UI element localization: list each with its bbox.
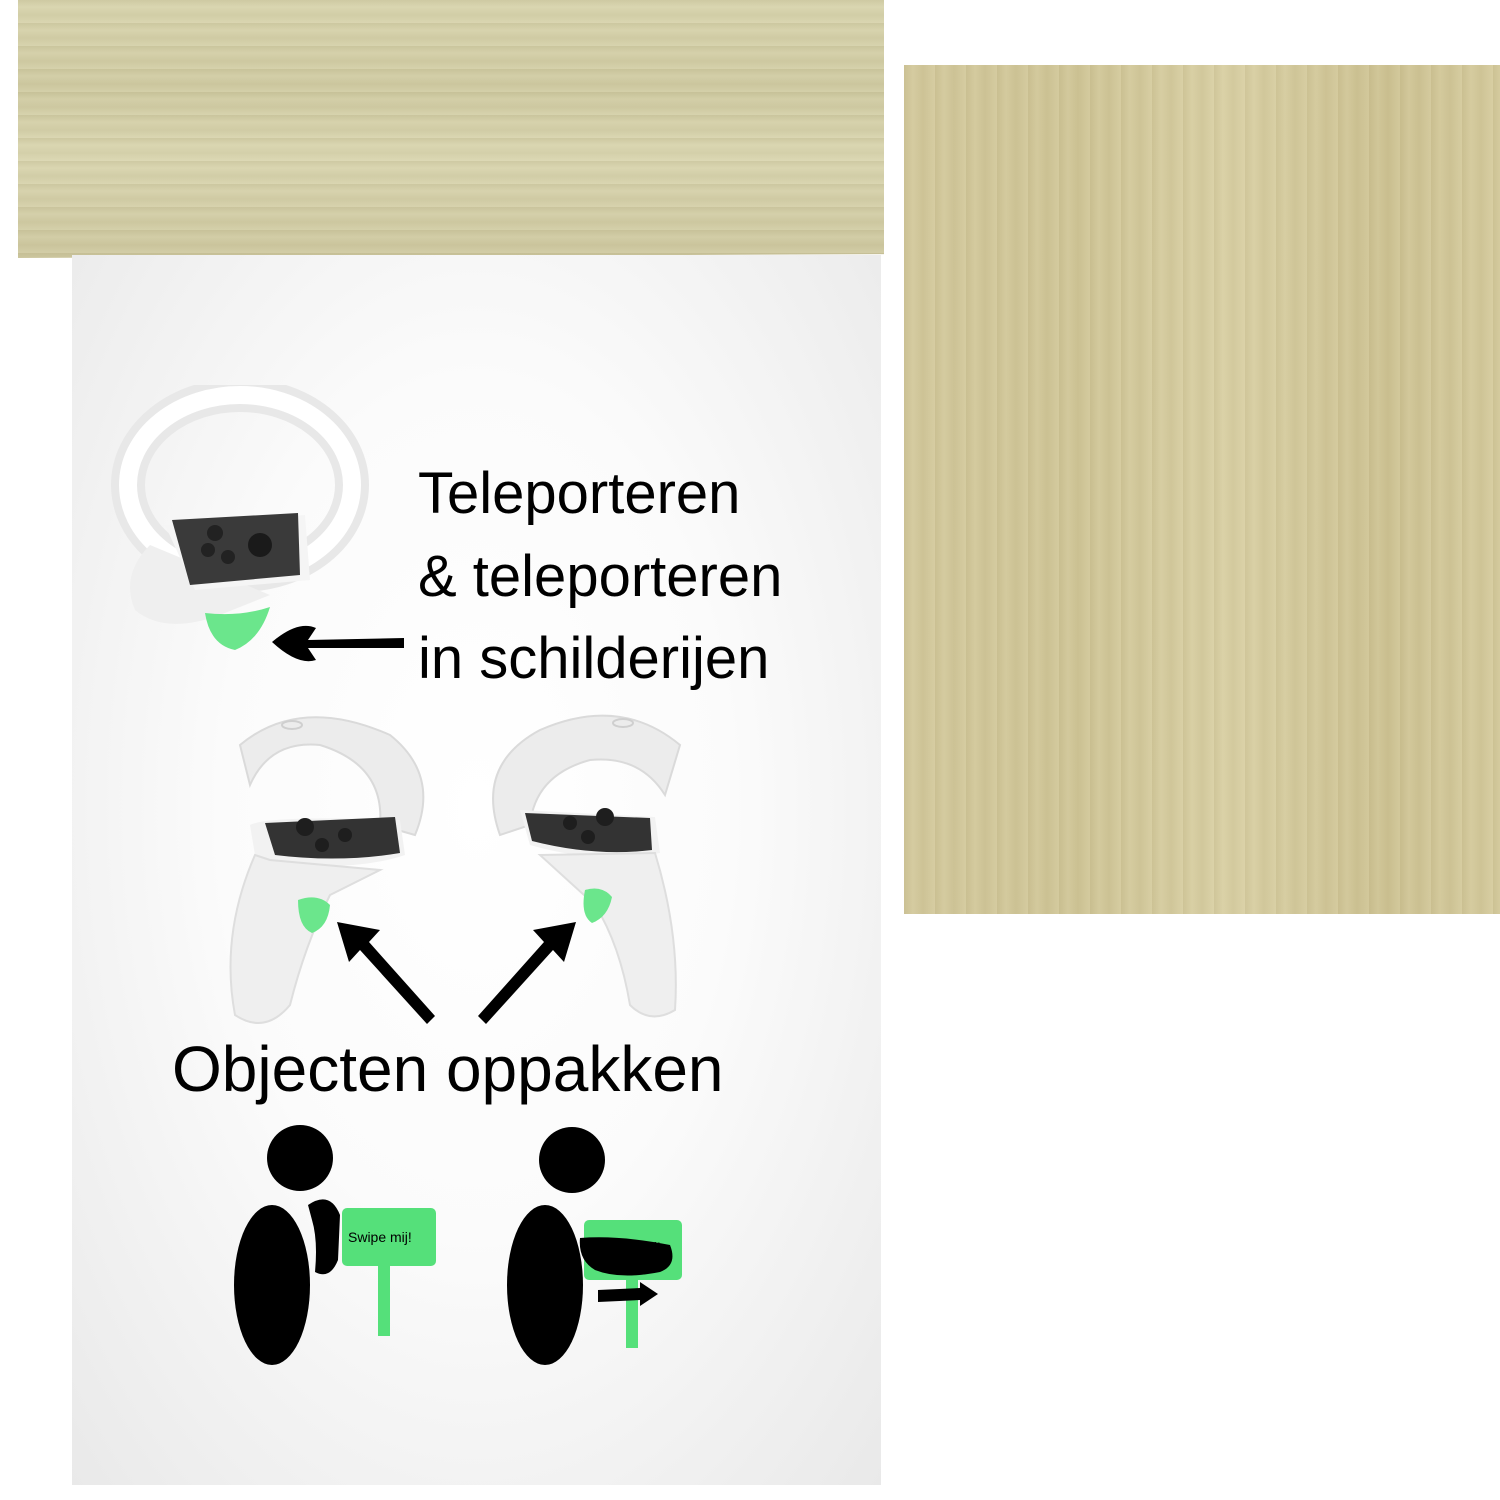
instruction-panel — [72, 255, 881, 1485]
wood-texture-vertical — [904, 65, 1500, 914]
grab-label: Objecten oppakken — [172, 1033, 724, 1105]
controller-top-image — [111, 385, 369, 650]
controller-left-image — [229, 716, 425, 1024]
person-figure-left: Swipe mij! — [234, 1125, 436, 1365]
grab-arrow-right — [478, 922, 576, 1024]
teleport-line-1: Teleporteren — [418, 461, 741, 526]
person-figure-right: Swipe mij! — [507, 1127, 682, 1365]
sign-text-left: Swipe mij! — [348, 1229, 412, 1245]
teleport-line-2: & teleporteren — [418, 544, 783, 609]
controller-right-image — [492, 714, 682, 1018]
teleport-arrow — [272, 625, 404, 662]
grab-arrow-left — [337, 922, 435, 1024]
teleport-line-3: in schilderijen — [418, 626, 770, 691]
wood-texture-horizontal — [18, 0, 884, 258]
